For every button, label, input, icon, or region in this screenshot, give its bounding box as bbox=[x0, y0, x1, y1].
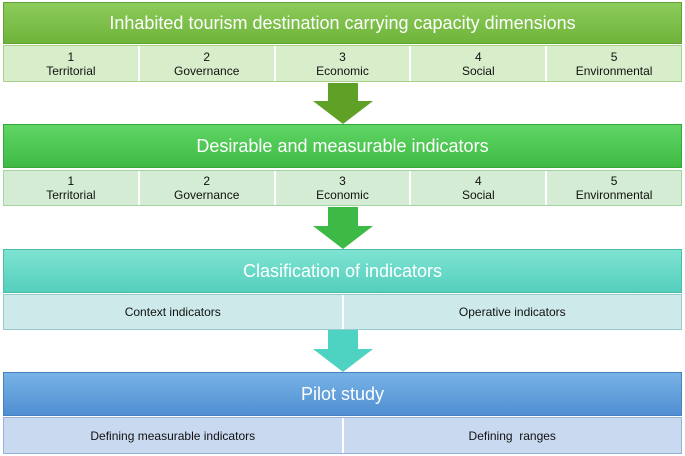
dimension-number: 4 bbox=[474, 49, 482, 64]
indicator-label: Social bbox=[461, 188, 495, 202]
stage1-title: Inhabited tourism destination carrying c… bbox=[109, 12, 576, 33]
indicator-number: 1 bbox=[67, 174, 75, 188]
dimension-number: 2 bbox=[203, 49, 211, 64]
dimension-number: 1 bbox=[67, 49, 75, 64]
down-arrow-icon bbox=[313, 330, 373, 372]
defining-measurable-indicators-cell: Defining measurable indicators bbox=[4, 418, 342, 453]
indicator-number: 3 bbox=[339, 174, 346, 188]
stage2-header: Desirable and measurable indicators bbox=[3, 124, 682, 168]
dimension-number: 3 bbox=[339, 49, 346, 64]
stage4-pilot-row: Defining measurable indicators Defining … bbox=[3, 417, 682, 454]
stage3-title: Clasification of indicators bbox=[242, 260, 443, 281]
dimension-label: Environmental bbox=[575, 63, 653, 78]
dimension-label: Social bbox=[461, 63, 495, 78]
dimension-number: 5 bbox=[610, 49, 618, 64]
context-indicators-cell: Context indicators bbox=[4, 295, 342, 329]
stage4-header: Pilot study bbox=[3, 372, 682, 416]
stage4-title: Pilot study bbox=[300, 383, 385, 404]
stage1-header: Inhabited tourism destination carrying c… bbox=[3, 2, 682, 44]
down-arrow-icon bbox=[313, 207, 373, 249]
dimension-label: Economic bbox=[316, 63, 369, 78]
indicator-label: Economic bbox=[316, 188, 369, 202]
dimension-label: Territorial bbox=[46, 63, 96, 78]
dimension-label: Governance bbox=[174, 63, 240, 78]
indicator-label: Environmental bbox=[575, 188, 653, 202]
indicator-number: 5 bbox=[610, 174, 618, 188]
stage3-header: Clasification of indicators bbox=[3, 249, 682, 293]
classification-label: Operative indicators bbox=[458, 305, 566, 319]
indicator-number: 4 bbox=[474, 174, 482, 188]
classification-label: Context indicators bbox=[124, 305, 221, 319]
pilot-step-label: Defining ranges bbox=[468, 428, 556, 443]
defining-ranges-cell: Defining ranges bbox=[341, 418, 682, 453]
operative-indicators-cell: Operative indicators bbox=[341, 295, 682, 329]
indicator-label: Territorial bbox=[46, 188, 96, 202]
down-arrow-icon bbox=[313, 83, 373, 124]
stage2-title: Desirable and measurable indicators bbox=[196, 135, 489, 156]
indicator-label: Governance bbox=[174, 188, 240, 202]
pilot-step-label: Defining measurable indicators bbox=[90, 428, 256, 443]
indicator-number: 2 bbox=[203, 174, 211, 188]
stage3-classification-row: Context indicators Operative indicators bbox=[3, 294, 682, 330]
